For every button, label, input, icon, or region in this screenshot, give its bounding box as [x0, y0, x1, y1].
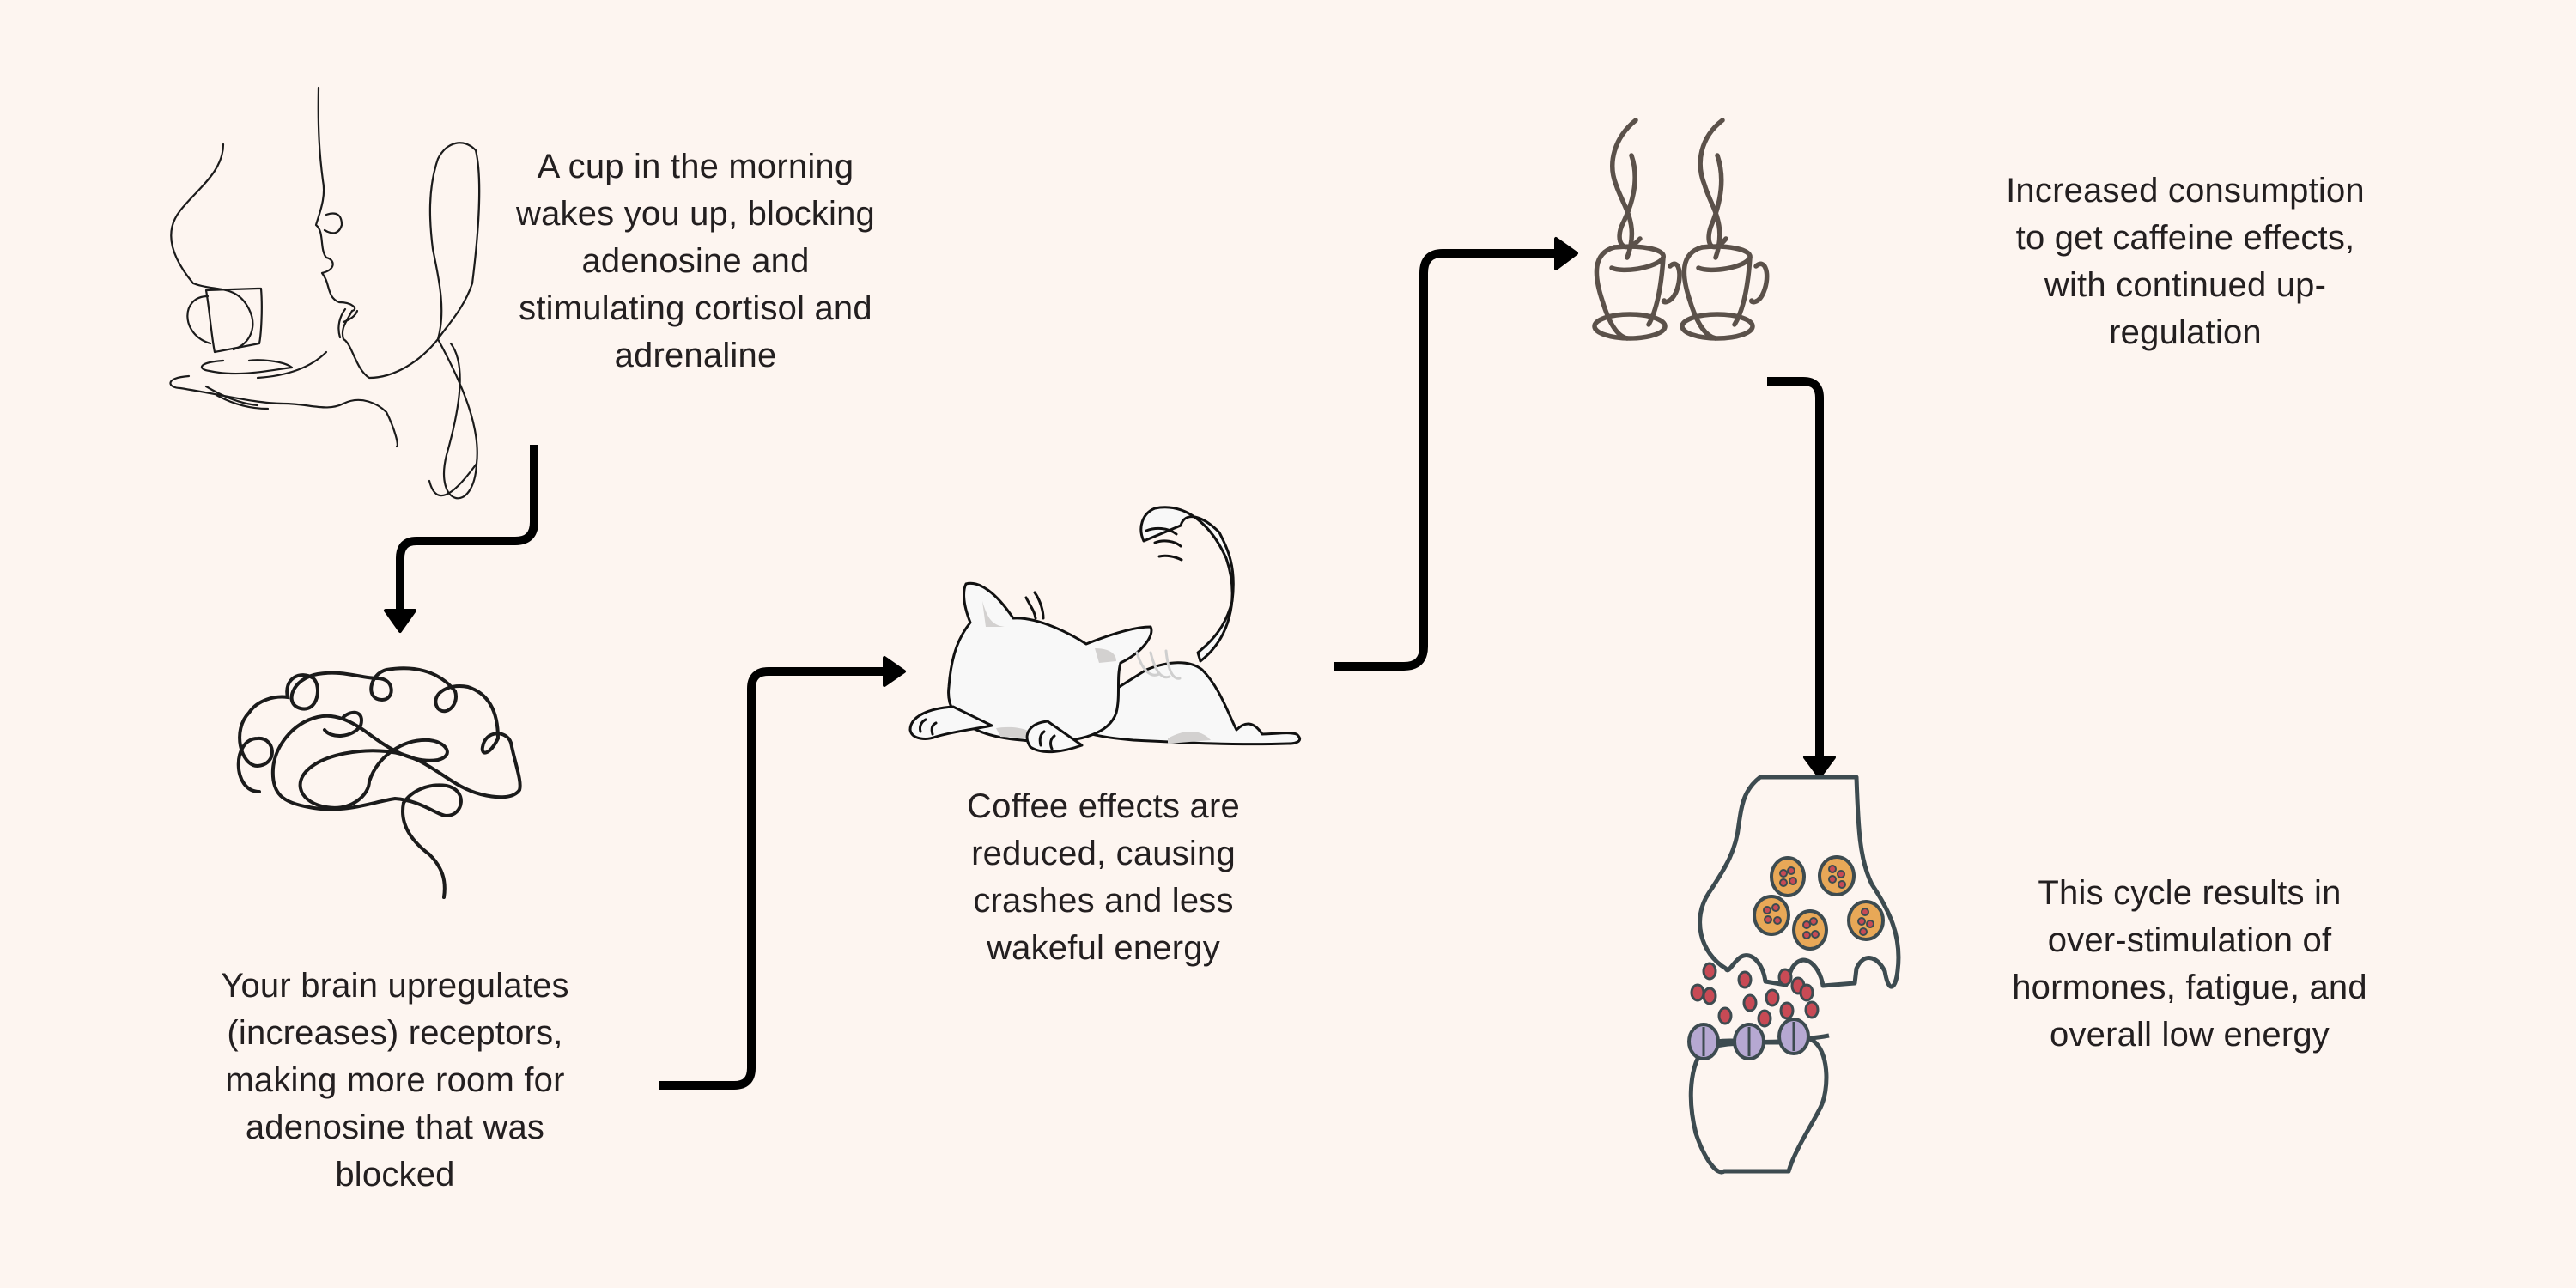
step-increased-consumption-caption: Increased consumption to get caffeine ef… [2006, 172, 2365, 351]
arrowhead-right-icon [883, 656, 906, 687]
molecules [1690, 962, 1820, 1028]
postsynaptic-terminal [1688, 1036, 1829, 1175]
vesicles [1753, 855, 1885, 951]
step-morning-cup-caption: A cup in the morning wakes you up, block… [516, 148, 875, 374]
step-brain-upregulates-caption: Your brain upregulates (increases) recep… [221, 967, 569, 1194]
step-effects-reduced-caption: Coffee effects are reduced, causing cras… [967, 787, 1240, 967]
receptors [1687, 1018, 1830, 1060]
arrowhead-right-icon [1554, 237, 1578, 270]
step-cycle-result-caption: This cycle results in over-stimulation o… [2012, 874, 2367, 1054]
arrowhead-down-icon [384, 609, 416, 633]
arrowhead-down-icon [1803, 756, 1836, 779]
